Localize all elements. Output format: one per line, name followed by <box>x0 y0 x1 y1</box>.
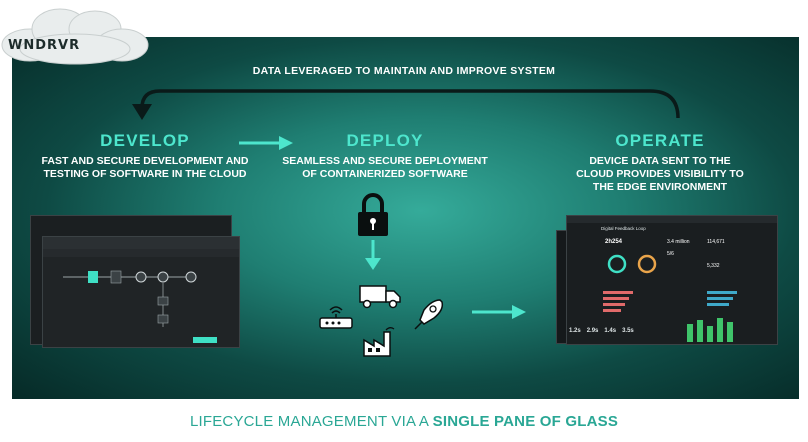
phase-title: DEPLOY <box>346 131 424 150</box>
truck-icon <box>359 285 401 309</box>
tile-value: 3.5s <box>622 328 634 334</box>
company-logo: WNDRVR <box>8 38 81 53</box>
pipeline-graph-icon <box>43 237 239 343</box>
phase-description: SEAMLESS AND SECURE DEPLOYMENT OF CONTAI… <box>282 155 488 180</box>
factory-icon <box>363 327 395 357</box>
phase-deploy: DEPLOY SEAMLESS AND SECURE DEPLOYMENT OF… <box>280 131 490 181</box>
metric-value: 5/6 <box>667 251 674 257</box>
pipeline-editor-window <box>42 236 240 348</box>
dashboard-graphics-icon <box>567 216 777 342</box>
metric-value: 5,332 <box>707 263 720 269</box>
tile-value: 1.4s <box>604 328 617 334</box>
phase-title: OPERATE <box>615 131 705 150</box>
cloud-icon <box>1 8 149 65</box>
footer-caption: LIFECYCLE MANAGEMENT VIA A SINGLE PANE O… <box>0 413 808 430</box>
phase-operate: OPERATE DEVICE DATA SENT TO THE CLOUD PR… <box>570 131 750 194</box>
footer-prefix: LIFECYCLE MANAGEMENT VIA A <box>189 413 433 430</box>
feedback-label: DATA LEVERAGED TO MAINTAIN AND IMPROVE S… <box>252 65 556 77</box>
metric-value: 2h254 <box>605 239 623 245</box>
lock-icon <box>358 193 388 236</box>
tile-value: 2.9s <box>586 328 599 334</box>
dashboard-tiles: 1.2s 2.9s 1.4s 3.5s <box>569 328 634 334</box>
operate-dashboard: Digital Feedback Loop 2h254 3.4 million … <box>566 215 778 345</box>
down-arrow-icon <box>365 240 381 270</box>
phase-description: FAST AND SECURE DEVELOPMENT AND TESTING … <box>41 155 249 180</box>
phase-develop: DEVELOP FAST AND SECURE DEVELOPMENT AND … <box>40 131 250 181</box>
metric-value: 114,671 <box>707 239 725 245</box>
phase-description: DEVICE DATA SENT TO THE CLOUD PROVIDES V… <box>576 155 744 193</box>
feedback-arrow <box>132 89 680 120</box>
router-icon <box>319 306 353 329</box>
dashboard-title: Digital Feedback Loop <box>601 226 646 231</box>
rocket-icon <box>414 299 444 330</box>
metric-value: 3.4 million <box>667 239 690 245</box>
right-arrow-icon <box>472 305 526 319</box>
phase-title: DEVELOP <box>100 131 190 150</box>
footer-emphasis: SINGLE PANE OF GLASS <box>432 413 619 430</box>
right-arrow-icon <box>239 136 293 150</box>
tile-value: 1.2s <box>569 328 581 334</box>
